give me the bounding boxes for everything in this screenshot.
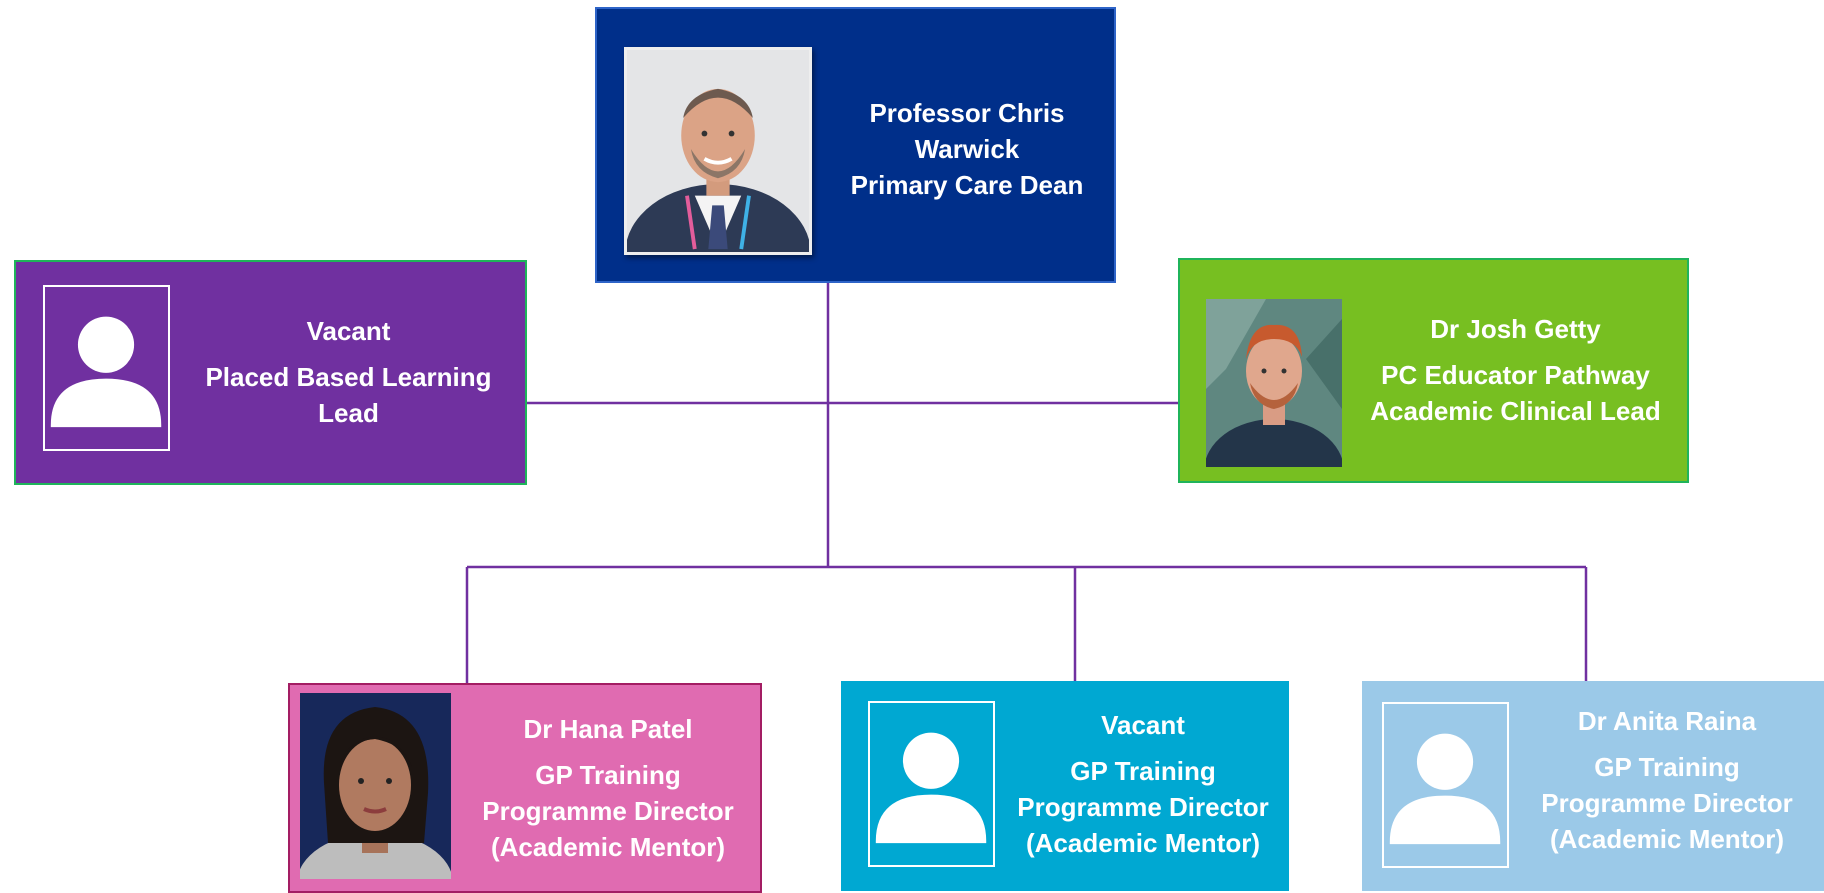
placeholder-person-icon [868,701,995,867]
pc-educator-pathway-lead-card: Dr Josh Getty PC Educator Pathway Academ… [1178,258,1689,483]
dean-name: Professor Chris Warwick [869,98,1065,164]
director-card-anita-raina: Dr Anita Raina GP Training Programme Dir… [1362,681,1824,891]
director-card-hana-patel: Dr Hana Patel GP Training Programme Dire… [288,683,762,893]
director-1-role: GP Training Programme Director (Academic… [482,760,734,862]
placeholder-person-icon [43,285,170,451]
left-lead-role: Placed Based Learning Lead [205,362,492,428]
left-lead-name: Vacant [306,316,391,346]
right-lead-photo [1206,299,1342,467]
director-1-photo [300,693,451,879]
director-card-vacant: Vacant GP Training Programme Director (A… [841,681,1289,891]
right-lead-name: Dr Josh Getty [1430,314,1601,344]
dean-card: Professor Chris Warwick Primary Care Dea… [595,7,1116,283]
placed-based-learning-lead-card: Vacant Placed Based Learning Lead [14,260,527,485]
director-3-name: Dr Anita Raina [1577,706,1757,736]
dean-role: Primary Care Dean [850,170,1084,200]
director-3-role: GP Training Programme Director (Academic… [1541,752,1793,854]
right-lead-role: PC Educator Pathway Academic Clinical Le… [1370,360,1661,426]
director-1-name: Dr Hana Patel [523,714,693,744]
dean-photo [624,47,812,255]
director-2-role: GP Training Programme Director (Academic… [1017,756,1269,858]
director-2-name: Vacant [1101,710,1185,740]
placeholder-person-icon [1382,702,1509,868]
